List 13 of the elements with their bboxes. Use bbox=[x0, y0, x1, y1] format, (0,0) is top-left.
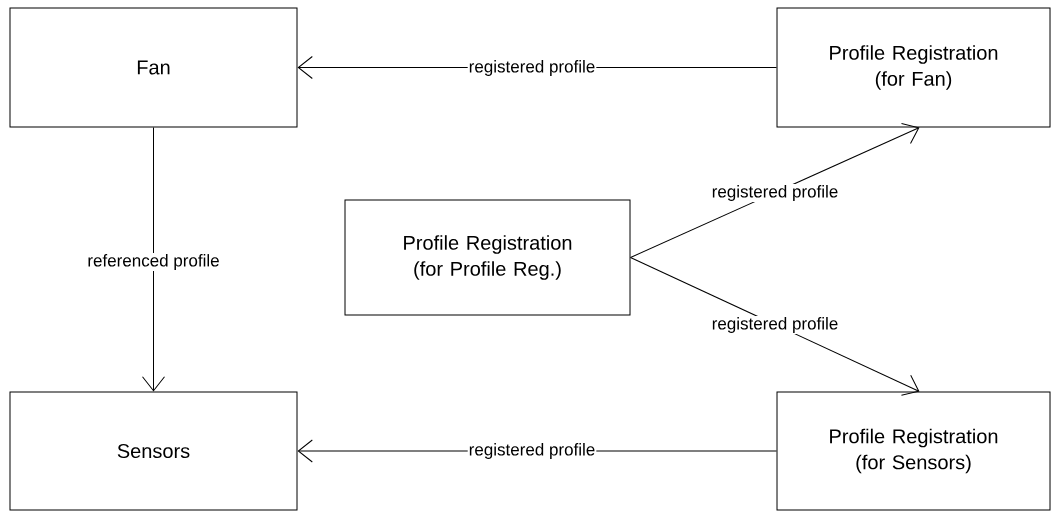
process-box: Fan bbox=[9, 7, 298, 128]
process-box: Profile Registration (for Profile Reg.) bbox=[344, 199, 631, 316]
edge-label: registered profile bbox=[467, 442, 597, 460]
process-box: Profile Registration (for Fan) bbox=[776, 7, 1051, 128]
process-box: Sensors bbox=[9, 391, 298, 511]
edge-label: registered profile bbox=[710, 184, 840, 202]
arrow bbox=[630, 123, 920, 258]
arrow bbox=[630, 257, 920, 396]
arrow bbox=[142, 127, 165, 392]
edge-label: referenced profile bbox=[86, 253, 221, 271]
process-box: Profile Registration (for Sensors) bbox=[776, 391, 1051, 511]
edge-label: registered profile bbox=[467, 59, 597, 77]
edge-label: registered profile bbox=[710, 316, 840, 334]
